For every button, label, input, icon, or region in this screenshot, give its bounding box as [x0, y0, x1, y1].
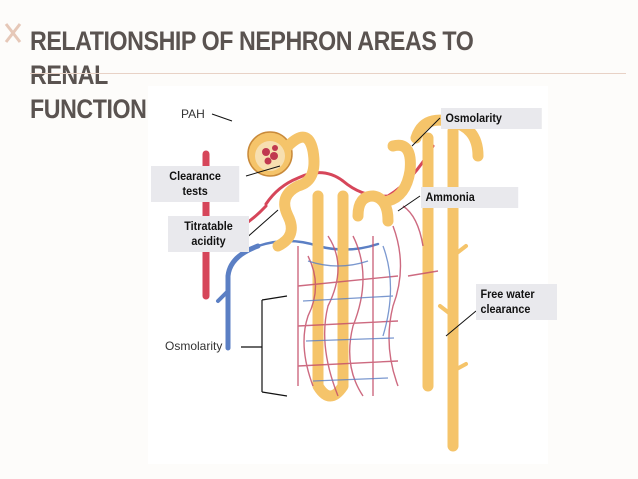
- label-pah: PAH: [181, 107, 205, 122]
- label-free-water-clearance: Free water clearance: [476, 284, 557, 320]
- label-clearance-tests: Clearance tests: [151, 166, 239, 202]
- label-osmolarity-loop: Osmolarity: [165, 339, 222, 354]
- free-water-line-2: clearance: [481, 302, 553, 317]
- clearance-line-2: tests: [156, 184, 235, 199]
- title-line-1: RELATIONSHIP OF NEPHRON AREAS TO RENAL: [30, 24, 546, 92]
- glomerulus: [248, 132, 292, 176]
- label-osmolarity-top: Osmolarity: [441, 108, 542, 129]
- titratable-line-1: Titratable: [173, 219, 245, 234]
- label-titratable-acidity: Titratable acidity: [168, 216, 249, 252]
- nephron-diagram: [148, 86, 548, 464]
- titratable-line-2: acidity: [173, 234, 245, 249]
- label-ammonia: Ammonia: [421, 187, 518, 208]
- free-water-line-1: Free water: [481, 287, 553, 302]
- tubule: [278, 120, 478, 446]
- clearance-line-1: Clearance: [156, 169, 235, 184]
- title-divider: [30, 73, 626, 74]
- decorative-x-icon: [4, 22, 22, 44]
